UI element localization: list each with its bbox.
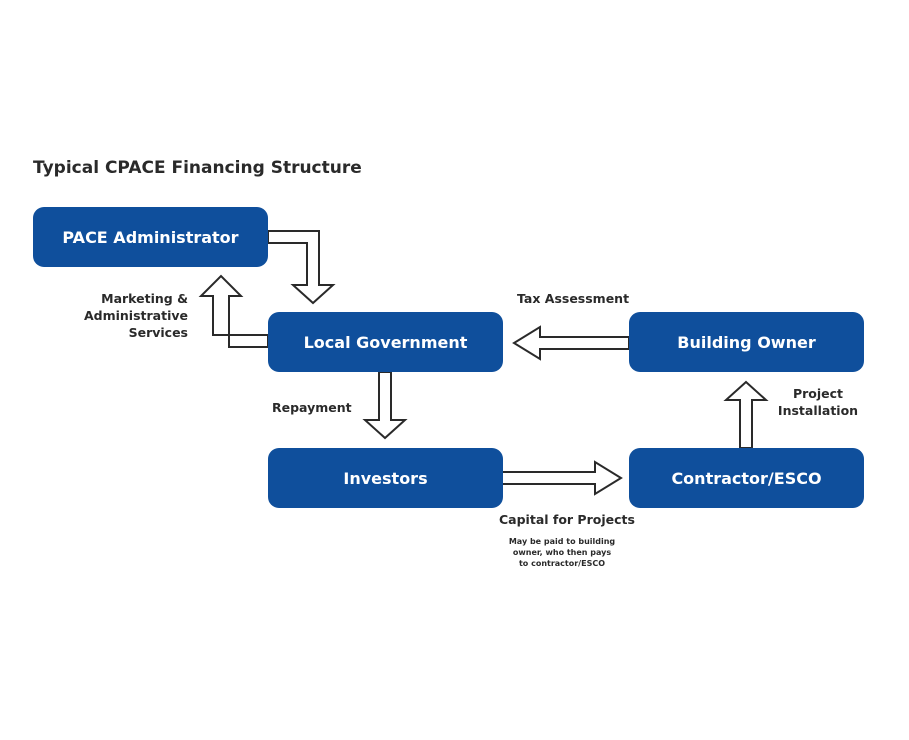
node-investors: Investors — [268, 448, 503, 508]
node-building-owner: Building Owner — [629, 312, 864, 372]
diagram-title: Typical CPACE Financing Structure — [33, 158, 362, 178]
node-label: Investors — [343, 468, 428, 488]
node-label: Building Owner — [677, 332, 816, 352]
node-label: Contractor/ESCO — [671, 468, 822, 488]
label-capital-note: May be paid to building owner, who then … — [508, 537, 616, 568]
node-local-government: Local Government — [268, 312, 503, 372]
node-contractor-esco: Contractor/ESCO — [629, 448, 864, 508]
label-tax-assessment: Tax Assessment — [517, 291, 630, 306]
node-label: PACE Administrator — [62, 227, 239, 247]
arrow-government-to-investors — [362, 371, 408, 440]
arrow-government-to-admin — [198, 274, 269, 348]
label-capital-for-projects: Capital for Projects — [499, 512, 635, 527]
label-repayment: Repayment — [272, 400, 352, 415]
node-pace-administrator: PACE Administrator — [33, 207, 268, 267]
arrow-admin-to-government — [267, 230, 336, 305]
arrow-owner-to-government — [512, 325, 630, 361]
node-label: Local Government — [303, 332, 468, 352]
label-marketing-services: Marketing & Administrative Services — [83, 291, 188, 340]
label-project-installation: Project Installation — [777, 386, 859, 418]
arrow-contractor-to-owner — [723, 380, 769, 449]
arrow-investors-to-contractor — [501, 460, 623, 496]
